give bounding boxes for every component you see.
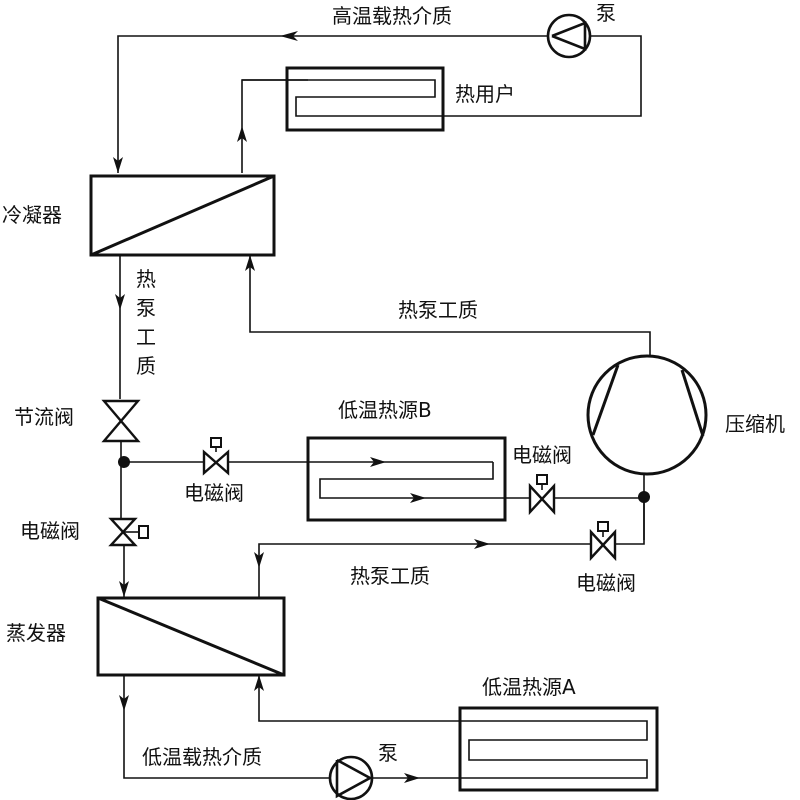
label-hp-fluid-bottom: 热泵工质	[350, 564, 430, 588]
condenser	[89, 174, 276, 257]
pipe-heat-user-to-pump	[342, 35, 642, 117]
arrow-left-top	[280, 31, 298, 41]
solenoid-valve-b-out	[528, 474, 556, 516]
label-condenser: 冷凝器	[2, 203, 62, 227]
compressor	[586, 354, 708, 476]
low-temp-source-a	[254, 675, 659, 792]
pump-bottom	[328, 755, 374, 800]
label-solenoid-evap-out: 电磁阀	[576, 571, 636, 595]
solenoid-valve-b-in	[202, 437, 230, 476]
pipe-valve-to-compressor	[616, 497, 645, 545]
low-temp-source-b	[306, 436, 529, 522]
solenoid-valve-evap-out	[589, 521, 617, 562]
pump-top	[546, 13, 592, 59]
label-hp-fluid-v4: 质	[136, 354, 156, 378]
evaporator	[96, 596, 286, 677]
label-hp-fluid-v2: 泵	[136, 296, 156, 320]
label-low-temp-medium: 低温载热介质	[142, 745, 262, 769]
arrow-source-b-1	[370, 457, 386, 467]
arrow-source-b-2	[410, 493, 426, 503]
arrow-right-hp-bottom	[474, 539, 490, 549]
arrow-right-bottom	[404, 773, 420, 783]
label-low-temp-source-a: 低温热源A	[482, 675, 576, 699]
pipe-compressor-to-condenser	[249, 255, 651, 355]
arrow-down-condenser-in	[113, 157, 123, 173]
throttle-valve	[101, 399, 141, 443]
arrow-up-evaporator-out	[254, 552, 264, 568]
label-hp-fluid-top: 热泵工质	[398, 298, 478, 322]
pipe-condenser-to-heat-user	[241, 79, 308, 173]
high-temp-loop	[113, 31, 642, 173]
arrow-up-condenser-out	[237, 126, 247, 142]
arrow-up-condenser-in	[245, 255, 255, 271]
label-high-temp-medium: 高温载热介质	[332, 4, 452, 28]
label-low-temp-source-b: 低温热源B	[338, 398, 432, 422]
label-solenoid-b-in: 电磁阀	[184, 481, 244, 505]
heat-user	[242, 66, 445, 132]
label-solenoid-b-out: 电磁阀	[512, 443, 572, 467]
label-hp-fluid-v1: 热	[136, 267, 156, 291]
label-pump-bottom: 泵	[378, 741, 398, 765]
arrow-up-evaporator-in	[254, 675, 264, 691]
pipe-pump-to-condenser	[117, 35, 548, 173]
solenoid-valve-left	[108, 517, 149, 547]
label-evaporator: 蒸发器	[6, 621, 66, 645]
label-throttle-valve: 节流阀	[14, 405, 74, 429]
label-solenoid-left: 电磁阀	[20, 519, 80, 543]
arrow-down-evaporator-bottom	[119, 695, 129, 711]
label-compressor: 压缩机	[725, 412, 785, 436]
label-pump-top: 泵	[596, 1, 616, 25]
label-heat-user: 热用户	[455, 82, 515, 106]
arrow-down-evaporator-in	[119, 581, 129, 597]
label-hp-fluid-v3: 工	[136, 325, 156, 349]
arrow-down-condenser-out	[115, 294, 125, 310]
